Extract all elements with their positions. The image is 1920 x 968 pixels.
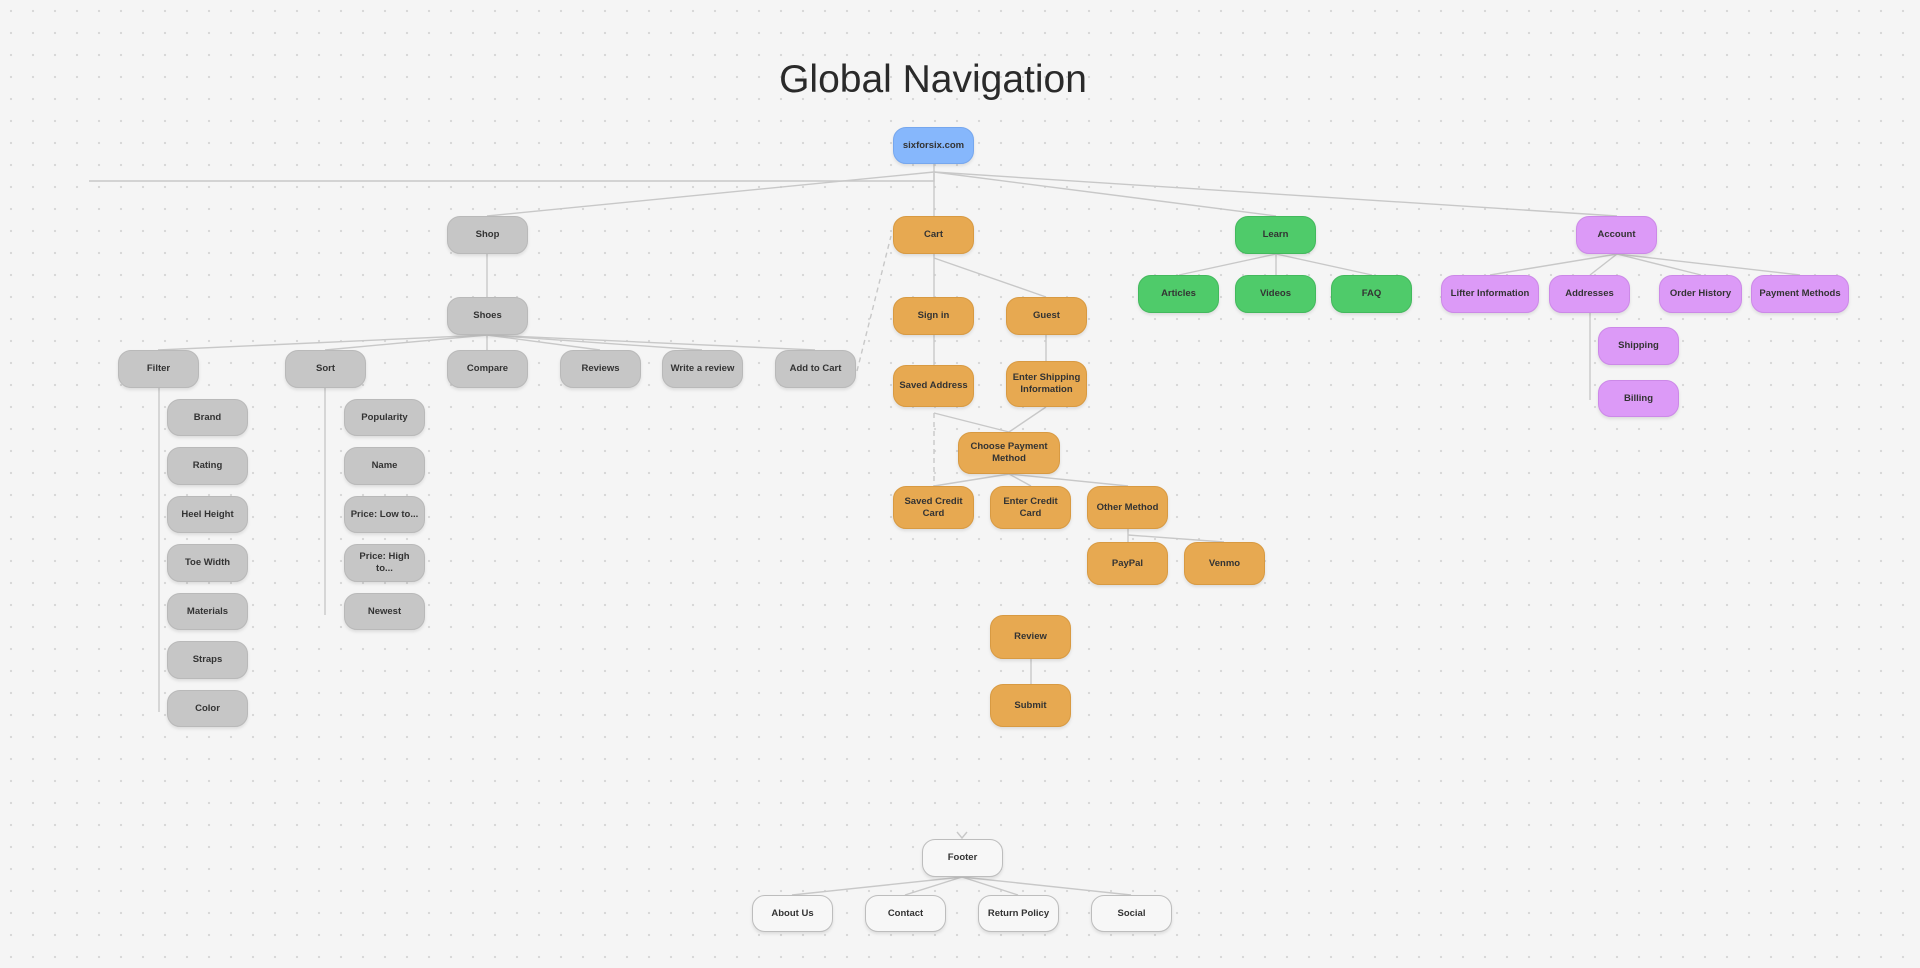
node-sort-price-high[interactable]: Price: High to...	[344, 544, 425, 582]
node-about-us[interactable]: About Us	[752, 895, 833, 932]
node-filter-materials[interactable]: Materials	[167, 593, 248, 630]
node-submit[interactable]: Submit	[990, 684, 1071, 727]
node-addresses[interactable]: Addresses	[1549, 275, 1630, 313]
node-order-history[interactable]: Order History	[1659, 275, 1742, 313]
node-sort-price-low[interactable]: Price: Low to...	[344, 496, 425, 533]
node-enter-credit-card[interactable]: Enter Credit Card	[990, 486, 1071, 529]
connector	[1616, 253, 1801, 276]
node-social[interactable]: Social	[1091, 895, 1172, 932]
connector	[1008, 473, 1032, 487]
connector	[1127, 534, 1225, 543]
node-compare[interactable]: Compare	[447, 350, 528, 388]
node-sort-newest[interactable]: Newest	[344, 593, 425, 630]
node-shop[interactable]: Shop	[447, 216, 528, 254]
connector	[486, 171, 935, 217]
node-guest[interactable]: Guest	[1006, 297, 1087, 335]
node-reviews[interactable]: Reviews	[560, 350, 641, 388]
node-return-policy[interactable]: Return Policy	[978, 895, 1059, 932]
node-filter-toe-width[interactable]: Toe Width	[167, 544, 248, 582]
connector	[961, 876, 1132, 896]
node-enter-shipping[interactable]: Enter Shipping Information	[1006, 361, 1087, 407]
node-filter[interactable]: Filter	[118, 350, 199, 388]
connector	[1489, 253, 1618, 276]
connector	[157, 334, 488, 351]
connector	[791, 876, 963, 896]
node-videos[interactable]: Videos	[1235, 275, 1316, 313]
connector	[324, 334, 488, 351]
node-articles[interactable]: Articles	[1138, 275, 1219, 313]
node-billing[interactable]: Billing	[1598, 380, 1679, 417]
node-faq[interactable]: FAQ	[1331, 275, 1412, 313]
node-root[interactable]: sixforsix.com	[893, 127, 974, 164]
node-saved-address[interactable]: Saved Address	[893, 365, 974, 407]
connector	[486, 334, 816, 351]
node-filter-rating[interactable]: Rating	[167, 447, 248, 485]
connector	[961, 876, 1019, 896]
node-filter-heel-height[interactable]: Heel Height	[167, 496, 248, 533]
node-contact[interactable]: Contact	[865, 895, 946, 932]
connector	[933, 412, 1010, 433]
connector	[1275, 253, 1373, 276]
connector	[1008, 473, 1129, 487]
node-filter-color[interactable]: Color	[167, 690, 248, 727]
connector	[1178, 253, 1277, 276]
connector	[933, 171, 1277, 217]
node-payment-methods[interactable]: Payment Methods	[1751, 275, 1849, 313]
node-shipping[interactable]: Shipping	[1598, 327, 1679, 365]
connector	[1589, 253, 1618, 276]
node-add-to-cart[interactable]: Add to Cart	[775, 350, 856, 388]
node-sort[interactable]: Sort	[285, 350, 366, 388]
node-venmo[interactable]: Venmo	[1184, 542, 1265, 585]
node-sort-name[interactable]: Name	[344, 447, 425, 485]
connector	[89, 172, 935, 182]
node-choose-payment[interactable]: Choose Payment Method	[958, 432, 1060, 474]
page-title: Global Navigation	[779, 58, 1087, 101]
node-filter-brand[interactable]: Brand	[167, 399, 248, 436]
node-sign-in[interactable]: Sign in	[893, 297, 974, 335]
node-account[interactable]: Account	[1576, 216, 1657, 254]
connector	[933, 473, 1010, 487]
connector	[1616, 253, 1702, 276]
node-shoes[interactable]: Shoes	[447, 297, 528, 335]
connector	[904, 876, 963, 896]
connector	[486, 334, 601, 351]
connector	[486, 334, 703, 351]
node-paypal[interactable]: PayPal	[1087, 542, 1168, 585]
node-cart[interactable]: Cart	[893, 216, 974, 254]
node-write-review[interactable]: Write a review	[662, 350, 743, 388]
node-other-method[interactable]: Other Method	[1087, 486, 1168, 529]
node-saved-credit-card[interactable]: Saved Credit Card	[893, 486, 974, 529]
node-review[interactable]: Review	[990, 615, 1071, 659]
node-filter-straps[interactable]: Straps	[167, 641, 248, 679]
connector	[1008, 406, 1047, 433]
node-learn[interactable]: Learn	[1235, 216, 1316, 254]
node-footer[interactable]: Footer	[922, 839, 1003, 877]
connector	[933, 171, 1618, 217]
connector	[933, 257, 1047, 298]
node-lifter-information[interactable]: Lifter Information	[1441, 275, 1539, 313]
node-sort-popularity[interactable]: Popularity	[344, 399, 425, 436]
connector	[956, 831, 968, 840]
